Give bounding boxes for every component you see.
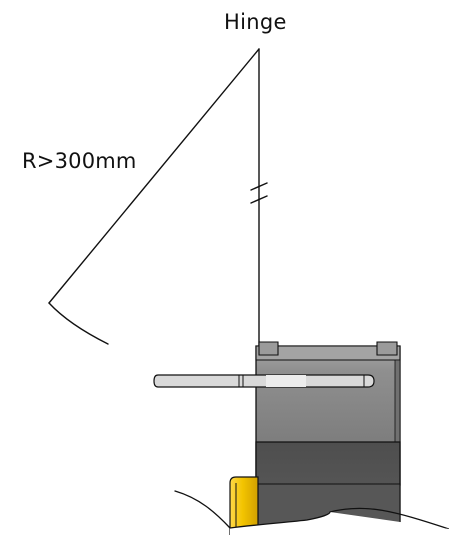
ground-fill-overlay (230, 512, 449, 535)
swing-arc (48, 302, 109, 345)
ground-curve-left (174, 490, 231, 529)
right-top-notch (376, 341, 398, 356)
actuator-shaft (153, 374, 375, 388)
radius-label: R>300mm (22, 149, 137, 173)
hinge-label: Hinge (224, 10, 287, 34)
break-mark-upper (250, 182, 268, 191)
yellow-base (229, 476, 259, 535)
break-mark-lower (250, 195, 268, 204)
ground-edge-center (229, 511, 331, 529)
ground-curve-right (329, 507, 449, 530)
upper-side-trim (394, 359, 401, 443)
shaft-highlight (266, 375, 306, 387)
hinge-diagonal-line (48, 48, 260, 304)
hinge-guide (48, 48, 268, 361)
left-top-notch (258, 341, 279, 356)
switch-assembly (153, 341, 449, 535)
